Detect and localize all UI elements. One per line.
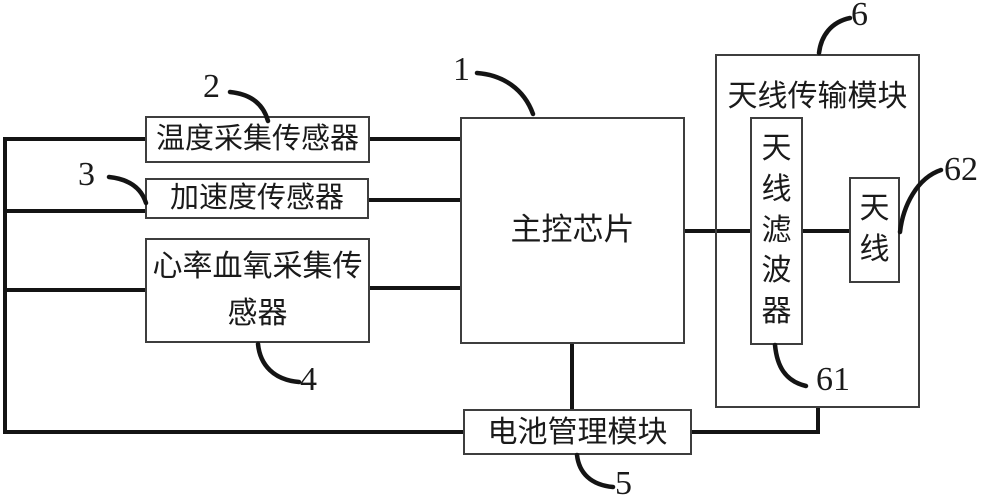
box-battery-module: 电池管理模块 — [463, 409, 692, 455]
leader-arc-ref-5 — [574, 452, 616, 490]
accel-sensor-label: 加速度传感器 — [169, 181, 344, 214]
temp-sensor-label: 温度采集传感器 — [155, 122, 359, 155]
ref-label-battery-module: 5 — [615, 465, 632, 500]
ref-label-antenna-module: 6 — [851, 0, 868, 33]
line-chip-to-battery — [570, 344, 574, 410]
ref-label-accel-sensor: 3 — [78, 156, 95, 193]
line-bus-to-accel-sensor — [3, 209, 145, 213]
line-bus-to-battery — [3, 430, 463, 434]
leader-arc-ref-3 — [106, 174, 149, 206]
antenna-module-title: 天线传输模块 — [727, 80, 908, 113]
line-bus-to-temp-sensor — [3, 137, 145, 141]
ref-label-hr-spo2-sensor: 4 — [300, 361, 317, 398]
hr-spo2-sensor-label: 心率血氧采集传感器 — [152, 250, 363, 330]
box-antenna-filter: 天线滤波器 — [750, 117, 803, 345]
box-antenna: 天线 — [849, 177, 900, 283]
box-temp-sensor: 温度采集传感器 — [145, 116, 370, 163]
antenna-filter-label: 天线滤波器 — [761, 132, 792, 329]
ref-label-main-chip: 1 — [453, 51, 470, 88]
antenna-label: 天线 — [859, 192, 890, 266]
ref-label-temp-sensor: 2 — [203, 68, 220, 105]
leader-arc-ref-4 — [255, 341, 302, 385]
line-battery-to-right — [692, 430, 820, 434]
leader-arc-ref-6 — [816, 15, 853, 56]
line-chip-to-filter — [685, 229, 751, 233]
box-hr-spo2-sensor: 心率血氧采集传感器 — [145, 238, 370, 343]
line-filter-to-antenna — [803, 229, 849, 233]
line-right-to-antenna-module — [816, 406, 820, 434]
main-chip-label: 主控芯片 — [510, 212, 635, 248]
line-left-power-bus — [3, 138, 7, 434]
leader-arc-ref-1 — [474, 70, 536, 117]
box-accel-sensor: 加速度传感器 — [145, 178, 369, 219]
line-accel-sensor-to-chip — [369, 198, 460, 202]
line-hr-sensor-to-chip — [370, 286, 460, 290]
ref-label-antenna-filter: 61 — [816, 361, 850, 398]
ref-label-antenna: 62 — [944, 151, 978, 188]
line-bus-to-hr-sensor — [3, 288, 145, 292]
battery-module-label: 电池管理模块 — [487, 415, 668, 449]
box-main-chip: 主控芯片 — [460, 117, 685, 344]
line-temp-sensor-to-chip — [370, 137, 460, 141]
